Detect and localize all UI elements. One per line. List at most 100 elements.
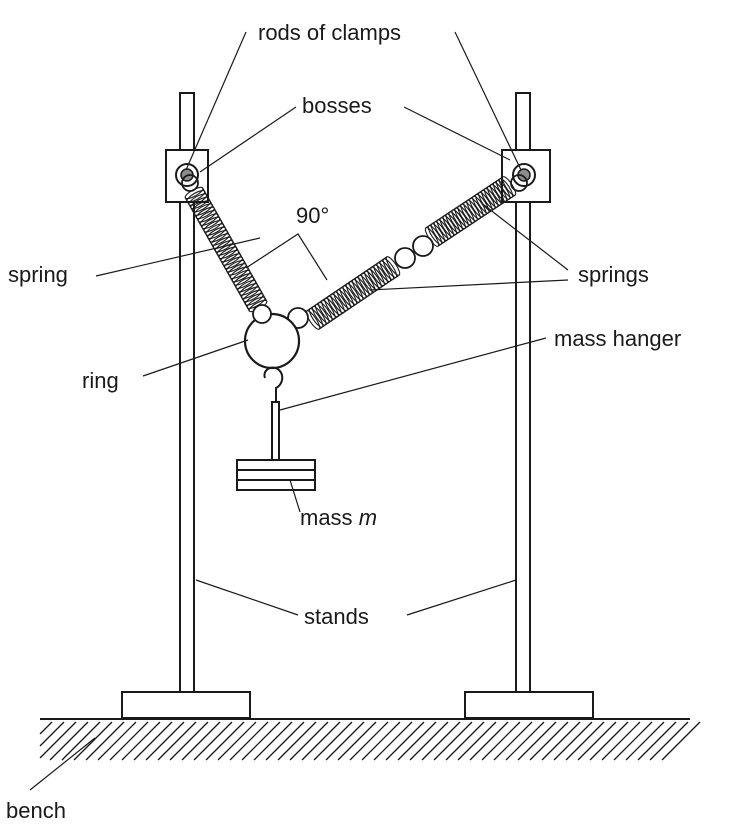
- hatch-line: [181, 721, 221, 761]
- labels: rods of clamps bosses 90° spring springs…: [6, 20, 681, 823]
- leader-mass-hanger: [279, 337, 547, 411]
- hatch-line: [265, 721, 305, 761]
- label-bench: bench: [6, 798, 66, 823]
- hatch-line: [73, 721, 113, 761]
- left-stand: [121, 92, 251, 719]
- hatch-line: [373, 721, 413, 761]
- hatch-line: [121, 721, 161, 761]
- leader-stands-right: [406, 579, 517, 616]
- right-stand: [464, 92, 594, 719]
- label-stands: stands: [304, 604, 369, 629]
- hatch-line: [457, 721, 497, 761]
- label-mass-symbol: m: [359, 505, 377, 530]
- leader-rods-right: [454, 31, 522, 171]
- spring-edge: [184, 197, 250, 312]
- leader-mass: [289, 479, 301, 513]
- leader-spring: [95, 237, 261, 277]
- leader-ring: [142, 339, 249, 377]
- hatch-line: [409, 721, 449, 761]
- hatch-line: [325, 721, 365, 761]
- hatch-line: [169, 721, 209, 761]
- right-stand-rod: [515, 92, 531, 693]
- hatch-line: [385, 721, 425, 761]
- hatch-line: [229, 721, 269, 761]
- link-ring: [394, 247, 416, 269]
- hatch-line: [49, 721, 89, 761]
- hatch-line: [469, 721, 509, 761]
- hatch-line: [565, 721, 605, 761]
- hatch-line: [313, 721, 353, 761]
- leader-stands-left: [195, 579, 299, 616]
- leader-lines: [29, 31, 569, 791]
- left-stand-base: [121, 691, 251, 719]
- hanger-hook: [263, 366, 284, 402]
- right-spring-upper: [424, 176, 517, 247]
- hatch-line: [661, 721, 701, 761]
- hatch-line: [433, 721, 473, 761]
- hatch-line: [589, 721, 629, 761]
- link-ring: [510, 174, 528, 192]
- spring-links: [181, 174, 528, 329]
- leader-springs-upper: [483, 204, 569, 271]
- link-ring: [412, 235, 434, 257]
- hatch-line: [445, 721, 485, 761]
- link-ring: [181, 174, 199, 192]
- hatch-line: [85, 721, 125, 761]
- hatch-line: [397, 721, 437, 761]
- right-angle-marker: [245, 233, 328, 281]
- hatch-line: [349, 721, 389, 761]
- hatch-line: [625, 721, 665, 761]
- hatch-line: [109, 721, 149, 761]
- hatch-line: [361, 721, 401, 761]
- spring-edge: [306, 256, 388, 312]
- hatch-line: [97, 721, 137, 761]
- label-spring: spring: [8, 262, 68, 287]
- hatch-line: [529, 721, 569, 761]
- hatch-line: [301, 721, 341, 761]
- leader-bosses-left: [199, 106, 297, 173]
- hatch-line: [277, 721, 317, 761]
- hatch-line: [39, 721, 77, 759]
- mass-slot: [236, 459, 316, 471]
- spring-edge: [202, 187, 268, 302]
- label-springs: springs: [578, 262, 649, 287]
- hatch-line: [145, 721, 185, 761]
- ring: [243, 312, 301, 370]
- hatch-line: [553, 721, 593, 761]
- leader-springs-lower: [369, 279, 569, 291]
- hatch-line: [289, 721, 329, 761]
- mass-slot: [236, 479, 316, 491]
- right-stand-base: [464, 691, 594, 719]
- hatch-line: [613, 721, 653, 761]
- label-bosses: bosses: [302, 93, 372, 118]
- spring-edge: [318, 274, 400, 330]
- hatch-line: [577, 721, 617, 761]
- leader-rods-left: [185, 31, 247, 171]
- hatch-line: [217, 721, 257, 761]
- bench-hatching: [39, 721, 701, 761]
- hatch-line: [649, 721, 689, 761]
- label-mass-word: mass: [300, 505, 359, 530]
- label-ring: ring: [82, 368, 119, 393]
- hatch-line: [637, 721, 677, 761]
- hatch-line: [421, 721, 461, 761]
- hatch-line: [193, 721, 233, 761]
- hatch-line: [205, 721, 245, 761]
- hatch-line: [241, 721, 281, 761]
- mass-slot: [236, 469, 316, 481]
- bench: [39, 718, 701, 761]
- label-rods-of-clamps: rods of clamps: [258, 20, 401, 45]
- right-spring-lower: [305, 256, 401, 330]
- spring-edge: [437, 194, 516, 247]
- hatch-line: [517, 721, 557, 761]
- hatch-line: [541, 721, 581, 761]
- ring-link: [252, 304, 272, 324]
- hatch-line: [61, 721, 101, 761]
- hatch-line: [39, 721, 53, 735]
- spring-edge: [425, 176, 504, 229]
- label-mass: mass m: [300, 505, 377, 530]
- mass-hanger: [263, 366, 284, 461]
- hatch-line: [505, 721, 545, 761]
- hatch-line: [133, 721, 173, 761]
